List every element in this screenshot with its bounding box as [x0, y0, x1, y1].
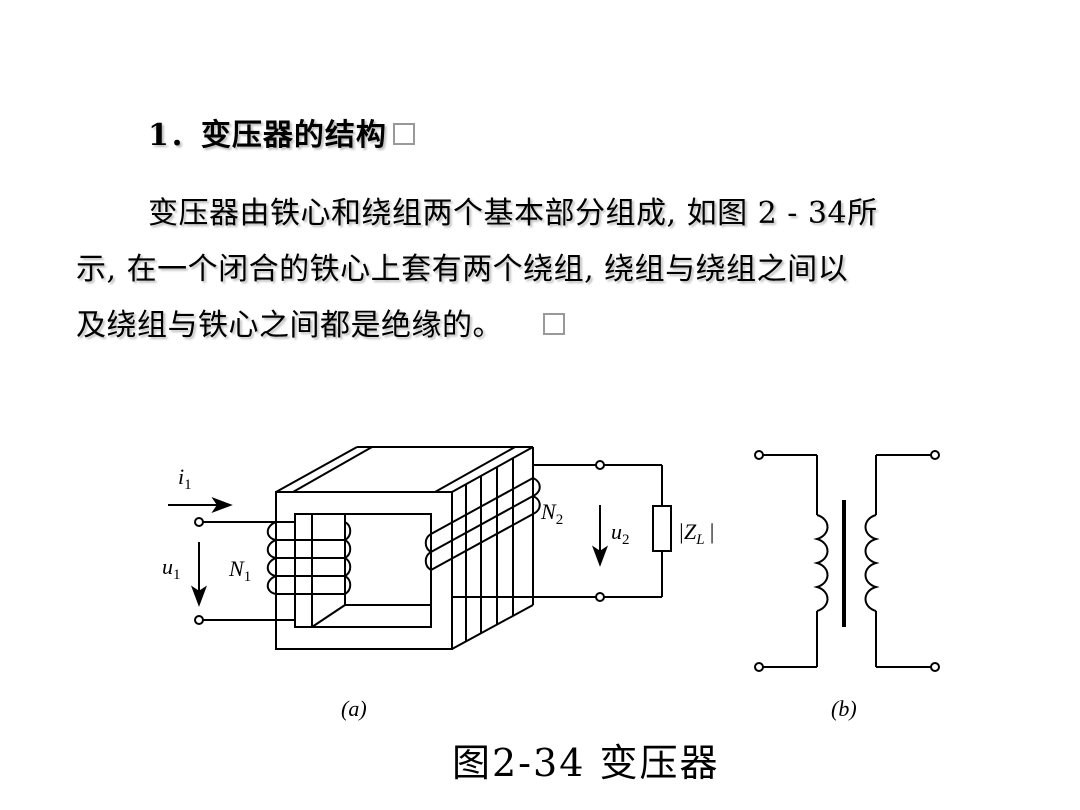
label-u2: u2 [611, 519, 630, 548]
transformer-symbol [754, 450, 940, 672]
sub-caption-b: (b) [831, 696, 857, 721]
load-impedance [652, 505, 672, 552]
label-ZL: |ZL| [678, 519, 715, 548]
figure-caption: 图2-34 变压器 [452, 741, 720, 785]
terminal [194, 517, 204, 527]
paragraph-line-3: 及绕组与铁心之间都是绝缘的。 [76, 300, 996, 344]
primary-winding [200, 521, 352, 621]
terminal [194, 615, 204, 625]
placeholder-box [392, 123, 415, 145]
current-arrow [168, 496, 233, 514]
terminal [595, 592, 605, 602]
paragraph-line-1: 变压器由铁心和绕组两个基本部分组成, 如图 2 - 34所 [148, 196, 878, 231]
paragraph-line-3-text: 及绕组与铁心之间都是绝缘的。 [76, 308, 503, 343]
paragraph-line-2: 示, 在一个闭合的铁心上套有两个绕组, 绕组与绕组之间以 [76, 252, 849, 287]
voltage-arrow-u1 [190, 542, 208, 607]
secondary-winding [424, 464, 663, 598]
sub-caption-a: (a) [341, 696, 367, 721]
label-u1: u1 [162, 554, 181, 583]
label-i1: i1 [178, 464, 192, 493]
voltage-arrow-u2 [591, 505, 609, 567]
placeholder-box [543, 313, 565, 335]
section-heading-text: 1．变压器的结构 [148, 118, 387, 153]
terminal [595, 460, 605, 470]
transformer-core [275, 446, 534, 650]
label-N2: N2 [540, 499, 563, 528]
section-heading: 1．变压器的结构 [148, 110, 415, 154]
label-N1: N1 [228, 556, 251, 585]
